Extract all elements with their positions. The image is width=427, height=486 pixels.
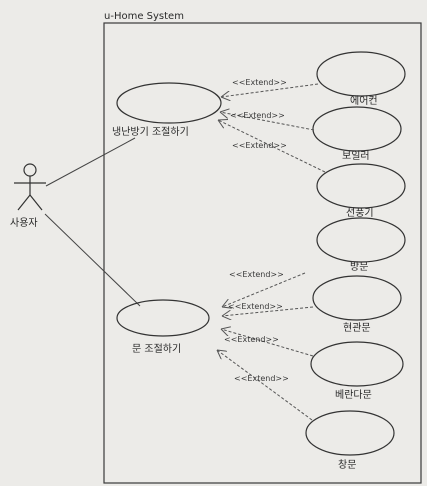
actor-icon	[14, 163, 46, 211]
extend-veranda-door-arrow	[221, 329, 314, 357]
use-case-window-label: 창문	[338, 459, 356, 471]
use-case-veranda-door-label: 베란다문	[335, 389, 372, 401]
use-case-aircon: 에어컨	[316, 51, 406, 107]
use-case-room-door: 방문	[316, 217, 406, 273]
extend-label-window: <<Extend>>	[234, 374, 289, 383]
use-case-door-label: 문 조절하기	[132, 342, 181, 355]
use-case-veranda-door: 베란다문	[310, 341, 404, 401]
extend-aircon-arrow	[221, 83, 319, 97]
system-title: u-Home System	[104, 11, 184, 22]
extend-label-veranda-door: <<Extend>>	[224, 335, 279, 344]
use-case-aircon-label: 에어컨	[350, 95, 378, 107]
use-case-room-door-label: 방문	[350, 261, 368, 273]
extend-boiler-arrow	[220, 112, 315, 131]
association-heating	[45, 137, 136, 187]
use-case-front-door-label: 현관문	[343, 322, 371, 334]
extend-label-front-door: <<Extend>>	[228, 302, 283, 311]
use-case-heating: 냉난방기 조절하기	[112, 82, 222, 138]
extend-front-door-arrow	[222, 306, 314, 316]
use-case-door: 문 조절하기	[116, 299, 210, 355]
use-case-boiler-label: 보일러	[342, 150, 370, 162]
use-case-heating-label: 냉난방기 조절하기	[112, 125, 189, 138]
extend-label-boiler: <<Extend>>	[230, 111, 285, 120]
use-case-fan: 선풍기	[316, 163, 406, 219]
association-door	[44, 213, 141, 307]
use-case-boiler: 보일러	[312, 106, 402, 162]
extend-label-fan: <<Extend>>	[232, 141, 287, 150]
use-case-fan-label: 선풍기	[346, 207, 374, 219]
actor-label: 사용자	[10, 217, 38, 229]
extend-label-room-door: <<Extend>>	[229, 270, 284, 279]
extend-window-arrow	[217, 350, 313, 421]
extend-label-aircon: <<Extend>>	[232, 78, 287, 87]
use-case-front-door: 현관문	[312, 275, 402, 334]
system-boundary	[103, 22, 422, 484]
use-case-window: 창문	[305, 410, 395, 471]
